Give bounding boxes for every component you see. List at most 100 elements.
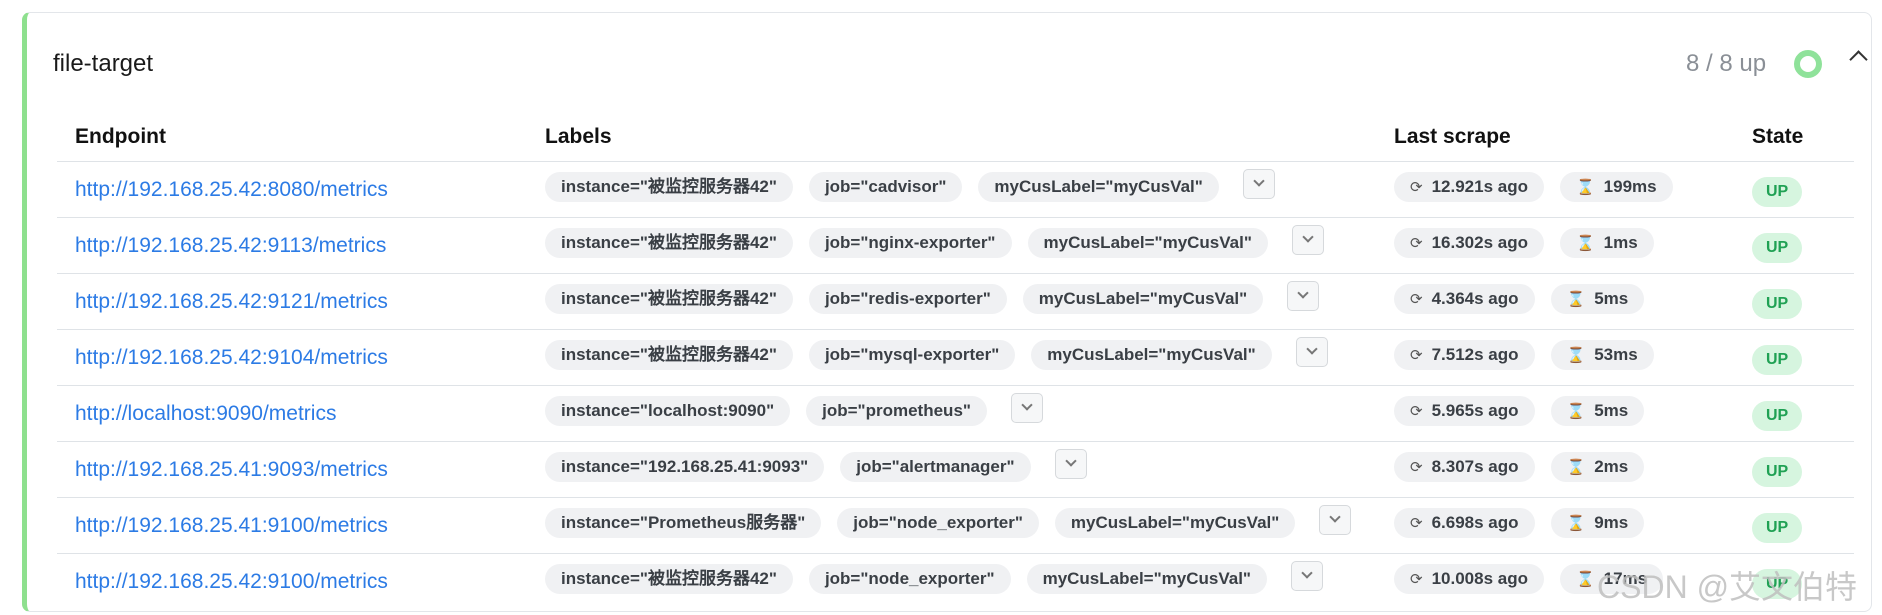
- last-scrape-cell: ⟳7.512s ago ⌛53ms: [1394, 340, 1654, 370]
- label-badge: job="mysql-exporter": [808, 340, 1016, 370]
- scrape-pool-header[interactable]: file-target 8 / 8 up: [27, 13, 1871, 87]
- scrape-duration-badge: ⌛199ms: [1559, 172, 1673, 202]
- label-badge: instance="被监控服务器42": [545, 284, 793, 314]
- last-scrape-badge: ⟳16.302s ago: [1394, 228, 1544, 258]
- health-status-icon: [1794, 50, 1822, 78]
- label-badge: myCusLabel="myCusVal": [1031, 340, 1272, 370]
- last-scrape-badge: ⟳7.512s ago: [1394, 340, 1535, 370]
- label-badge: myCusLabel="myCusVal": [1022, 284, 1264, 314]
- scrape-duration: 53ms: [1594, 345, 1638, 364]
- endpoint-link[interactable]: http://localhost:9090/metrics: [75, 402, 337, 425]
- chevron-up-icon[interactable]: [1849, 50, 1868, 69]
- expand-labels-button[interactable]: [1242, 169, 1275, 199]
- expand-labels-button[interactable]: [1010, 393, 1043, 423]
- scrape-duration-badge: ⌛1ms: [1559, 228, 1654, 258]
- up-count: 8 / 8 up: [1686, 50, 1767, 77]
- label-badge: job="nginx-exporter": [808, 228, 1012, 258]
- labels-cell: instance="被监控服务器42"job="mysql-exporter"m…: [545, 337, 1328, 370]
- last-scrape-badge: ⟳ 6.698s ago: [1394, 508, 1535, 538]
- chevron-down-icon: [1302, 231, 1314, 243]
- last-scrape-cell: ⟳10.008s ago⌛17ms: [1394, 564, 1664, 594]
- labels-cell: instance="localhost:9090" job="prometheus…: [545, 393, 1043, 426]
- label-badge: instance="Prometheus服务器": [545, 508, 822, 538]
- last-scrape-badge: ⟳ 4.364s ago: [1394, 284, 1535, 314]
- chevron-down-icon: [1064, 455, 1077, 467]
- state-badge: UP: [1752, 457, 1803, 487]
- endpoint-link[interactable]: http://192.168.25.41:9093/metrics: [75, 458, 388, 481]
- last-scrape-cell: ⟳16.302s ago ⌛1ms: [1394, 228, 1654, 258]
- refresh-icon: ⟳: [1410, 179, 1423, 196]
- table-row: http://192.168.25.42:9113/metrics instanc…: [57, 218, 1854, 274]
- hourglass-icon: ⌛: [1575, 179, 1595, 196]
- label-badge: job="cadvisor": [808, 172, 963, 202]
- endpoint-link[interactable]: http://192.168.25.42:9104/metrics: [75, 346, 388, 369]
- scrape-pool-name: file-target: [53, 50, 154, 77]
- scrape-duration-badge: ⌛2ms: [1550, 452, 1645, 482]
- label-badge: job="alertmanager": [840, 452, 1031, 482]
- label-badge: instance="被监控服务器42": [545, 564, 793, 594]
- endpoint-link[interactable]: http://192.168.25.42:8080/metrics: [75, 178, 388, 201]
- scrape-duration: 1ms: [1603, 233, 1638, 252]
- hourglass-icon: ⌛: [1566, 403, 1586, 420]
- last-scrape-time: 4.364s ago: [1431, 289, 1519, 308]
- last-scrape-time: 12.921s ago: [1431, 177, 1528, 196]
- chevron-down-icon: [1306, 343, 1318, 355]
- chevron-down-icon: [1021, 399, 1033, 411]
- label-badge: job="prometheus": [806, 396, 987, 426]
- labels-cell: instance="192.168.25.41:9093" job="alertm…: [545, 449, 1087, 482]
- chevron-down-icon: [1329, 511, 1341, 523]
- label-badge: instance="被监控服务器42": [545, 228, 793, 258]
- table-row: http://192.168.25.41:9093/metrics instanc…: [57, 442, 1854, 498]
- state-badge: UP: [1752, 513, 1803, 543]
- expand-labels-button[interactable]: [1291, 225, 1324, 255]
- table-row: http://192.168.25.42:9104/metrics instanc…: [57, 330, 1854, 386]
- expand-labels-button[interactable]: [1295, 337, 1328, 367]
- endpoint-link[interactable]: http://192.168.25.42:9121/metrics: [75, 290, 388, 313]
- last-scrape-time: 8.307s ago: [1431, 457, 1519, 476]
- last-scrape-cell: ⟳ 6.698s ago ⌛ 9ms: [1394, 508, 1645, 538]
- label-badge: instance="192.168.25.41:9093": [545, 452, 825, 482]
- scrape-duration-badge: ⌛ 5ms: [1550, 396, 1645, 426]
- hourglass-icon: ⌛: [1566, 515, 1586, 532]
- column-header-labels: Labels: [545, 125, 612, 148]
- scrape-duration: 5ms: [1594, 401, 1629, 420]
- refresh-icon: ⟳: [1410, 515, 1423, 532]
- expand-labels-button[interactable]: [1054, 449, 1087, 479]
- endpoint-link[interactable]: http://192.168.25.41:9100/metrics: [75, 514, 388, 537]
- table-row: http://192.168.25.42:9100/metrics instanc…: [57, 554, 1854, 609]
- table-header: Endpoint Labels Last scrape State: [57, 113, 1854, 162]
- expand-labels-button[interactable]: [1287, 281, 1320, 311]
- last-scrape-time: 6.698s ago: [1431, 513, 1519, 532]
- last-scrape-badge: ⟳8.307s ago: [1394, 452, 1535, 482]
- scrape-duration-badge: ⌛53ms: [1550, 340, 1654, 370]
- endpoint-link[interactable]: http://192.168.25.42:9113/metrics: [75, 234, 387, 257]
- last-scrape-time: 7.512s ago: [1431, 345, 1519, 364]
- chevron-down-icon: [1253, 175, 1265, 187]
- state-badge: UP: [1752, 233, 1803, 263]
- scrape-duration: 17ms: [1603, 569, 1648, 588]
- last-scrape-cell: ⟳ 12.921s ago ⌛199ms: [1394, 172, 1673, 202]
- hourglass-icon: ⌛: [1566, 291, 1586, 308]
- table-row: http://192.168.25.42:9121/metrics instanc…: [57, 274, 1854, 330]
- hourglass-icon: ⌛: [1575, 571, 1595, 588]
- scrape-duration: 5ms: [1594, 289, 1629, 308]
- endpoint-link[interactable]: http://192.168.25.42:9100/metrics: [75, 570, 388, 593]
- expand-labels-button[interactable]: [1290, 561, 1323, 591]
- state-badge: UP: [1752, 345, 1803, 375]
- column-header-last-scrape: Last scrape: [1394, 125, 1511, 148]
- scrape-pool-panel: file-target 8 / 8 up Endpoint Labels Las…: [22, 12, 1872, 612]
- refresh-icon: ⟳: [1410, 291, 1423, 308]
- scrape-duration-badge: ⌛ 5ms: [1550, 284, 1645, 314]
- label-badge: instance="localhost:9090": [545, 396, 791, 426]
- last-scrape-badge: ⟳5.965s ago: [1394, 396, 1535, 426]
- table-body: http://192.168.25.42:8080/metrics instanc…: [57, 162, 1854, 609]
- last-scrape-time: 16.302s ago: [1431, 233, 1528, 252]
- refresh-icon: ⟳: [1410, 571, 1423, 588]
- last-scrape-cell: ⟳5.965s ago ⌛ 5ms: [1394, 396, 1645, 426]
- scrape-duration: 9ms: [1594, 513, 1629, 532]
- chevron-down-icon: [1297, 287, 1309, 299]
- last-scrape-cell: ⟳8.307s ago ⌛2ms: [1394, 452, 1645, 482]
- expand-labels-button[interactable]: [1319, 505, 1352, 535]
- watermark: CSDN @艾文伯特: [1597, 569, 1858, 605]
